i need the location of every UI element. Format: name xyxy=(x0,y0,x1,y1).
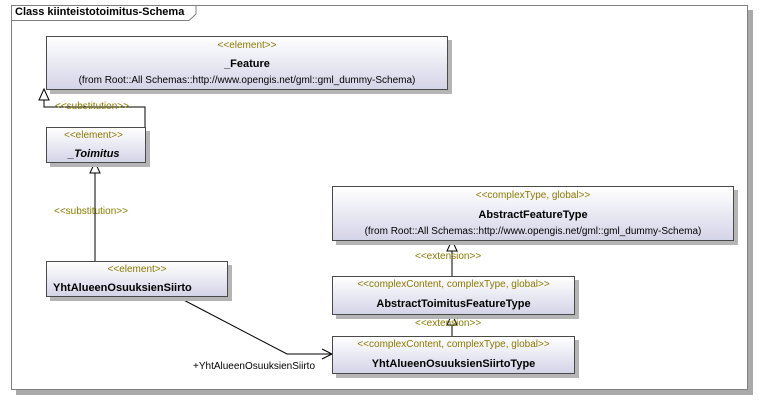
frame-title: Class kiinteistotoimitus-Schema xyxy=(15,6,185,18)
extension-label-2: <<extension>> xyxy=(415,318,482,329)
class-siirto-stereotype: <<element>> xyxy=(107,264,167,275)
extension-arrowhead-2 xyxy=(446,312,458,326)
class-abstract-feature-type-stereotype: <<complexType, global>> xyxy=(475,190,591,201)
class-feature-name: _Feature xyxy=(224,58,270,70)
association-role-label: +YhtAlueenOsuuksienSiirto xyxy=(193,361,316,372)
class-abstract-toimitus-stereotype: <<complexContent, complexType, global>> xyxy=(357,279,550,290)
class-abstract-toimitus-name: AbstractToimitusFeatureType xyxy=(376,298,531,310)
class-siirto-type[interactable]: <<complexContent, complexType, global>> … xyxy=(332,336,575,374)
class-abstract-feature-type[interactable]: <<complexType, global>> AbstractFeatureT… xyxy=(332,186,734,241)
class-abstract-feature-type-from: (from Root::All Schemas::http://www.open… xyxy=(364,226,702,237)
class-toimitus-name: _Toimitus xyxy=(68,148,120,160)
substitution-label-2: <<substitution>> xyxy=(54,206,128,217)
class-toimitus-stereotype: <<element>> xyxy=(64,130,123,141)
generalization-arrowhead-feature xyxy=(38,87,50,101)
class-abstract-feature-type-name: AbstractFeatureType xyxy=(478,209,588,221)
class-siirto-name: YhtAlueenOsuuksienSiirto xyxy=(53,282,192,294)
class-feature-stereotype: <<element>> xyxy=(217,40,277,51)
extension-arrowhead-1 xyxy=(446,238,458,252)
class-feature[interactable]: <<element>> _Feature (from Root::All Sch… xyxy=(46,36,448,90)
class-toimitus[interactable]: <<element>> _Toimitus xyxy=(46,127,146,163)
frame-tab-outline xyxy=(11,5,197,21)
association-line xyxy=(175,295,332,355)
substitution-label-1: <<substitution>> xyxy=(55,101,129,112)
class-siirto-type-name: YhtAlueenOsuuksienSiirtoType xyxy=(371,358,536,370)
extension-label-1: <<extension>> xyxy=(415,251,482,262)
class-siirto-type-stereotype: <<complexContent, complexType, global>> xyxy=(357,339,550,350)
substitution-line-toimitus-feature xyxy=(43,99,146,127)
class-feature-from: (from Root::All Schemas::http://www.open… xyxy=(78,75,416,86)
generalization-arrowhead-toimitus xyxy=(89,160,101,174)
class-abstract-toimitus-feature-type[interactable]: <<complexContent, complexType, global>> … xyxy=(332,276,575,315)
class-siirto[interactable]: <<element>> YhtAlueenOsuuksienSiirto xyxy=(46,261,228,297)
